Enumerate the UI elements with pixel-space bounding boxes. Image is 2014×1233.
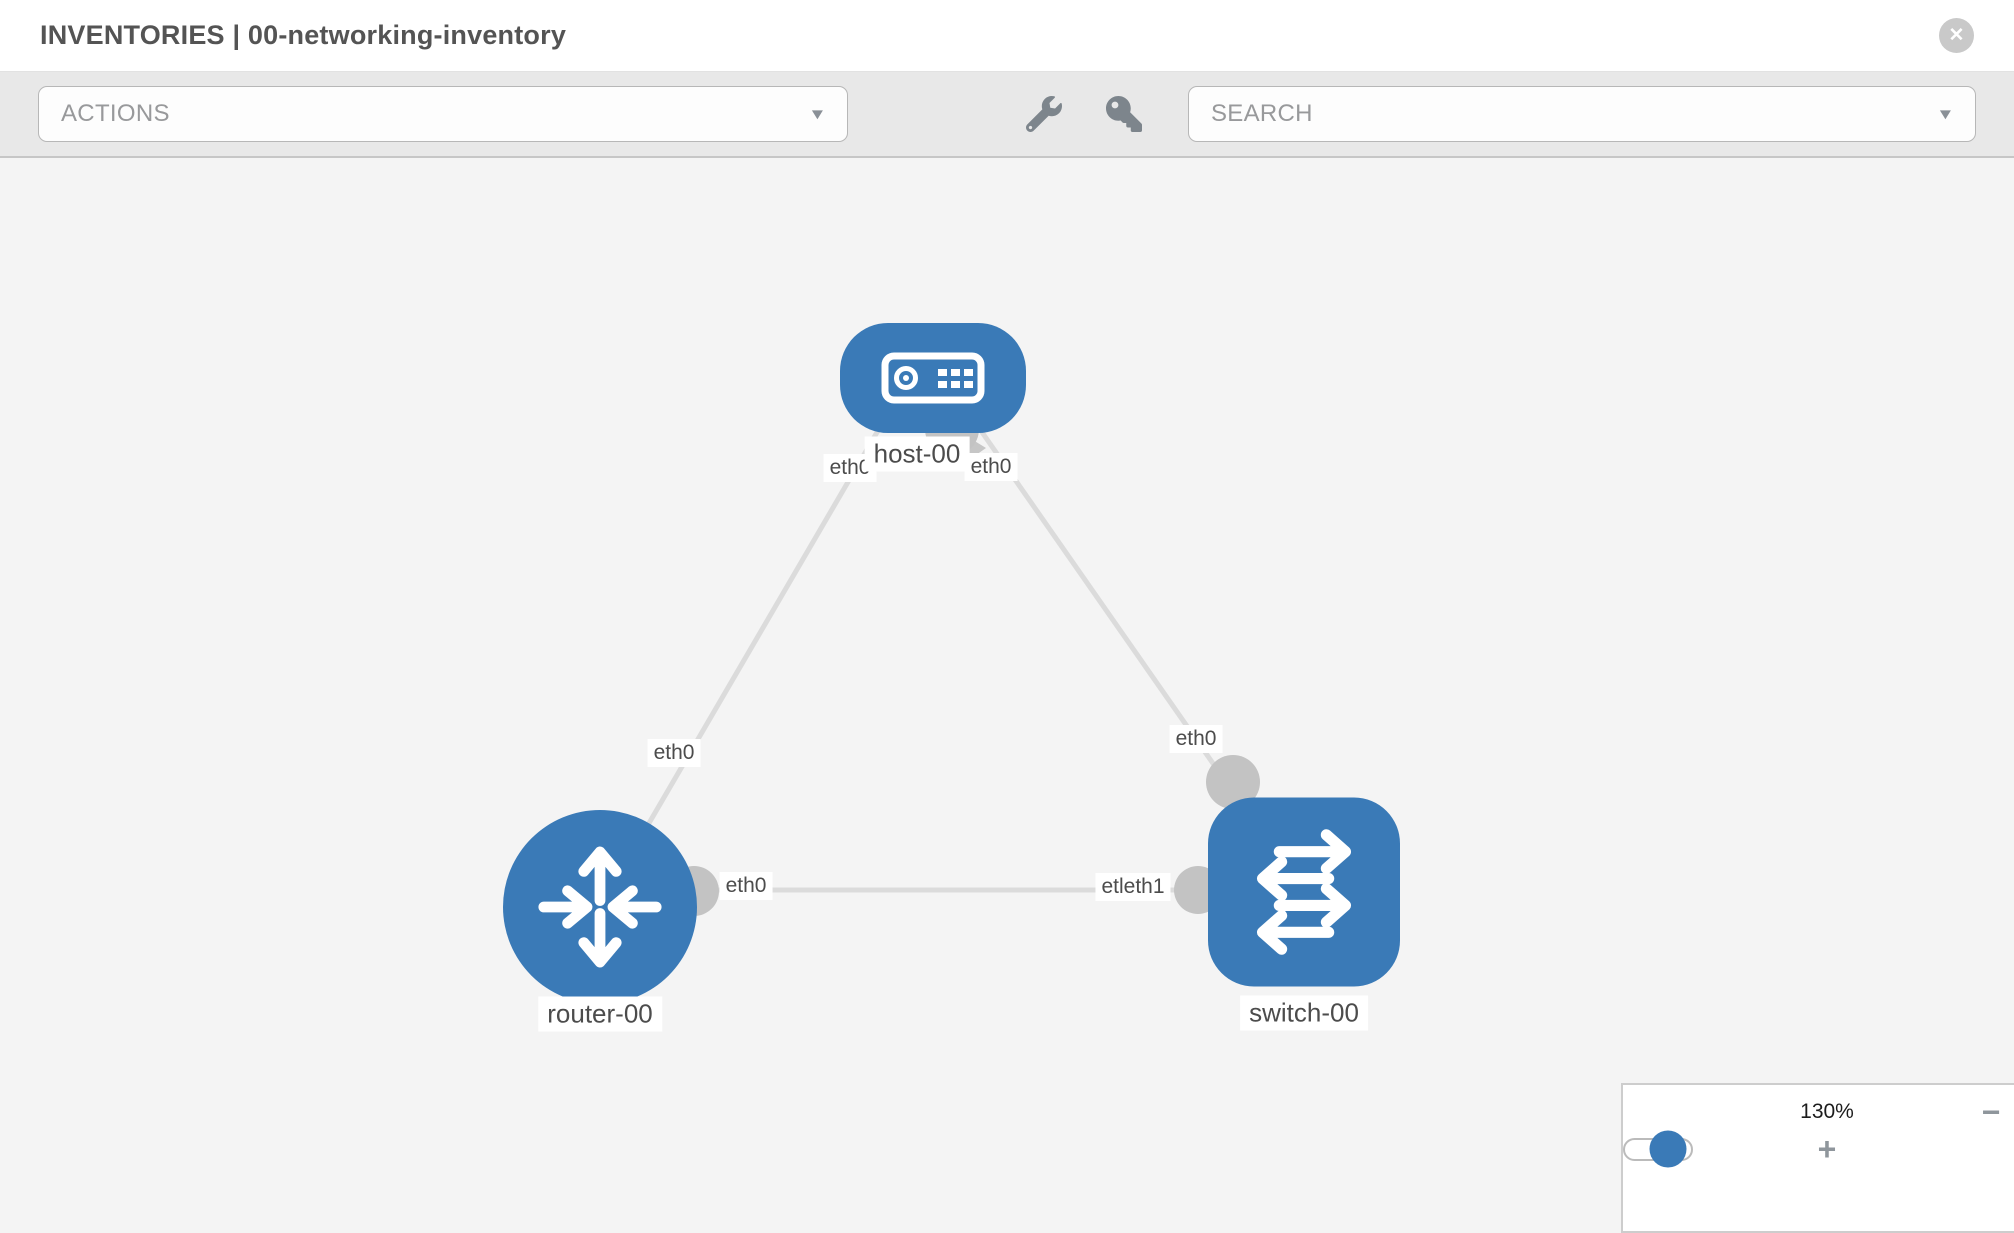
key-button[interactable] bbox=[1106, 96, 1142, 132]
actions-dropdown[interactable]: ACTIONS ▼ bbox=[38, 86, 848, 142]
interface-label: etleth1 bbox=[1095, 873, 1171, 901]
topology-svg bbox=[503, 323, 1400, 1004]
chevron-down-icon: ▼ bbox=[1936, 105, 1955, 123]
toolbar-tools bbox=[1025, 96, 1142, 133]
close-button[interactable]: ✕ bbox=[1939, 18, 1974, 53]
chevron-down-icon: ▼ bbox=[808, 105, 827, 123]
interface-label: eth0 bbox=[719, 872, 773, 900]
router-node-shape[interactable] bbox=[503, 810, 697, 1004]
zoom-slider-track[interactable] bbox=[1623, 1130, 1693, 1168]
wrench-icon bbox=[1025, 96, 1062, 133]
node-label-router-00: router-00 bbox=[538, 996, 662, 1032]
host-node-shape[interactable] bbox=[840, 323, 1026, 433]
search-dropdown[interactable]: SEARCH ▼ bbox=[1188, 86, 1976, 142]
header: INVENTORIES | 00-networking-inventory ✕ bbox=[0, 0, 2014, 72]
toolbar: ACTIONS ▼ SEARCH ▼ bbox=[0, 72, 2014, 158]
search-dropdown-label: SEARCH bbox=[1211, 100, 1313, 127]
node-switch-00[interactable] bbox=[1208, 797, 1400, 987]
close-icon: ✕ bbox=[1948, 25, 1965, 46]
wrench-button[interactable] bbox=[1025, 96, 1062, 133]
zoom-slider-thumb[interactable] bbox=[1649, 1130, 1687, 1168]
zoom-in-button[interactable]: + bbox=[1817, 1131, 1837, 1167]
interface-port bbox=[1206, 755, 1260, 809]
node-host-00[interactable] bbox=[840, 323, 1026, 433]
node-label-host-00: host-00 bbox=[864, 436, 970, 472]
interface-label: eth0 bbox=[964, 453, 1018, 481]
interface-label: eth0 bbox=[1169, 725, 1223, 753]
zoom-panel: 130% − + bbox=[1621, 1083, 2014, 1233]
switch-node-shape[interactable] bbox=[1208, 797, 1400, 987]
node-router-00[interactable] bbox=[503, 810, 697, 1004]
key-icon bbox=[1106, 96, 1142, 132]
zoom-level-label: 130% bbox=[1800, 1100, 1854, 1123]
actions-dropdown-label: ACTIONS bbox=[61, 100, 170, 127]
zoom-out-button[interactable]: − bbox=[1981, 1094, 2001, 1130]
node-label-switch-00: switch-00 bbox=[1240, 995, 1368, 1031]
page-title: INVENTORIES | 00-networking-inventory bbox=[40, 20, 567, 50]
interface-label: eth0 bbox=[647, 739, 701, 767]
